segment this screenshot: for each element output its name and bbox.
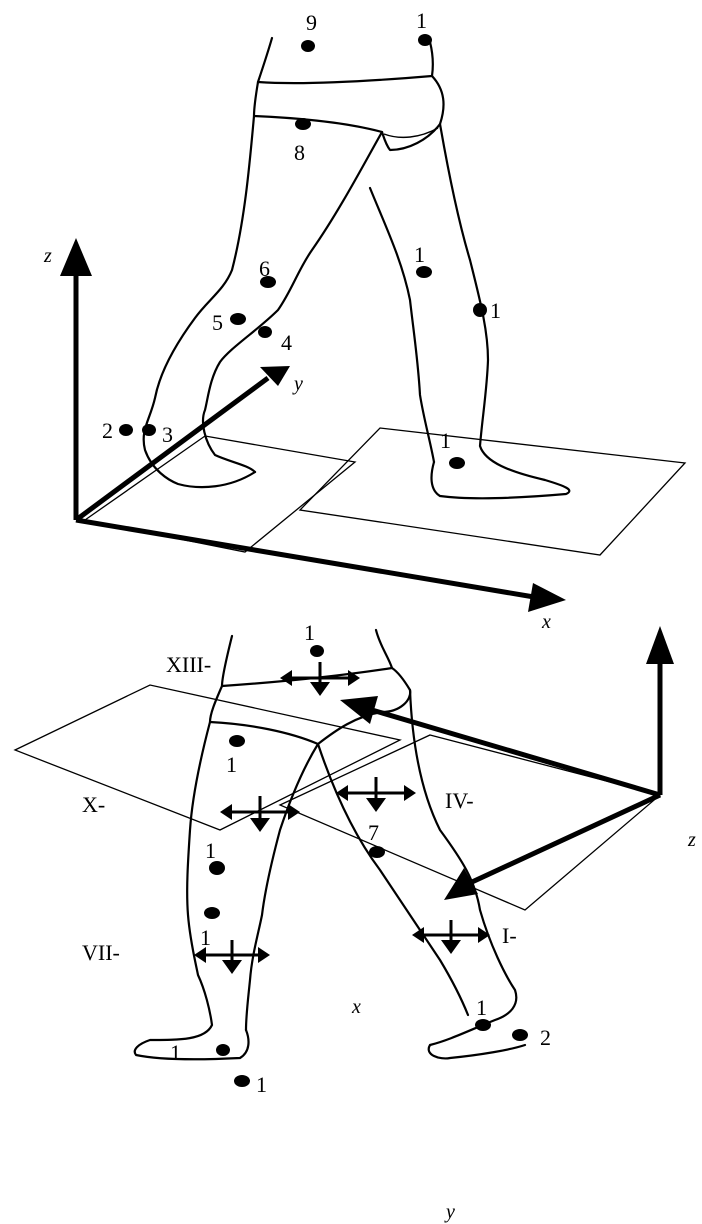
double-arrow-icon [336,777,416,812]
marker-dot [416,266,432,278]
marker-dot [258,326,272,338]
marker-dot [369,846,385,858]
top-rear-leg [144,116,382,487]
bottom-axes [340,626,674,900]
marker-dot [295,118,311,130]
marker-dot [142,424,156,436]
marker-dot [119,424,133,436]
marker-label: 1 [304,620,315,645]
marker-label: 8 [294,140,305,165]
marker-label: 1 [256,1072,267,1097]
marker-label: 1 [170,1040,181,1065]
marker-dot [230,313,246,325]
axis-label-y: y [292,373,303,395]
marker-label: 3 [162,422,173,447]
marker-label: 2 [102,418,113,443]
marker-label: 1 [490,298,501,323]
top-pelvis [254,38,444,150]
marker-label: 1 [416,8,427,33]
double-arrow-icon [412,920,490,954]
marker-label: 7 [368,820,379,845]
marker-dot [449,457,465,469]
top-front-leg [370,124,569,498]
axis-label-z: z [43,245,52,267]
bottom-arrow-glyphs [194,662,490,974]
marker-label: 4 [281,330,292,355]
marker-label: 1 [205,838,216,863]
marker-dot [229,735,245,747]
marker-dot [216,1044,230,1056]
marker-label: 1 [200,925,211,950]
segment-label: X- [82,792,105,817]
bottom-pelvis [210,630,410,744]
segment-label: XIII- [166,652,211,677]
axis-label-x: x [351,996,361,1018]
marker-label: 5 [212,310,223,335]
marker-dot [209,861,225,875]
top-markers [119,34,487,469]
marker-dot [234,1075,250,1087]
segment-label: I- [502,923,517,948]
axis-label-z: z [687,829,696,851]
marker-label: 1 [476,995,487,1020]
marker-label: 1 [414,242,425,267]
marker-dot [512,1029,528,1041]
double-arrow-icon [280,662,360,696]
segment-label: IV- [445,788,474,813]
marker-dot [204,907,220,919]
marker-label: 6 [259,256,270,281]
marker-dot [301,40,315,52]
marker-dot [475,1019,491,1031]
marker-label: 1 [440,428,451,453]
segment-label: VII- [82,940,120,965]
marker-label: 9 [306,10,317,35]
marker-label: 2 [540,1025,551,1050]
top-axes [60,238,566,612]
marker-dot [473,303,487,317]
axis-label-y: y [444,1201,455,1223]
marker-dot [418,34,432,46]
marker-dot [310,645,324,657]
marker-label: 1 [226,752,237,777]
top-figure: 9 1 8 1 6 1 5 4 2 3 1 z y x [43,8,685,633]
axis-label-x: x [541,611,551,633]
bottom-figure: 1 1 7 1 1 1 1 1 2 XIII- X- IV- VII- I- z… [15,620,696,1223]
top-labels: 9 1 8 1 6 1 5 4 2 3 1 z y x [43,8,551,633]
